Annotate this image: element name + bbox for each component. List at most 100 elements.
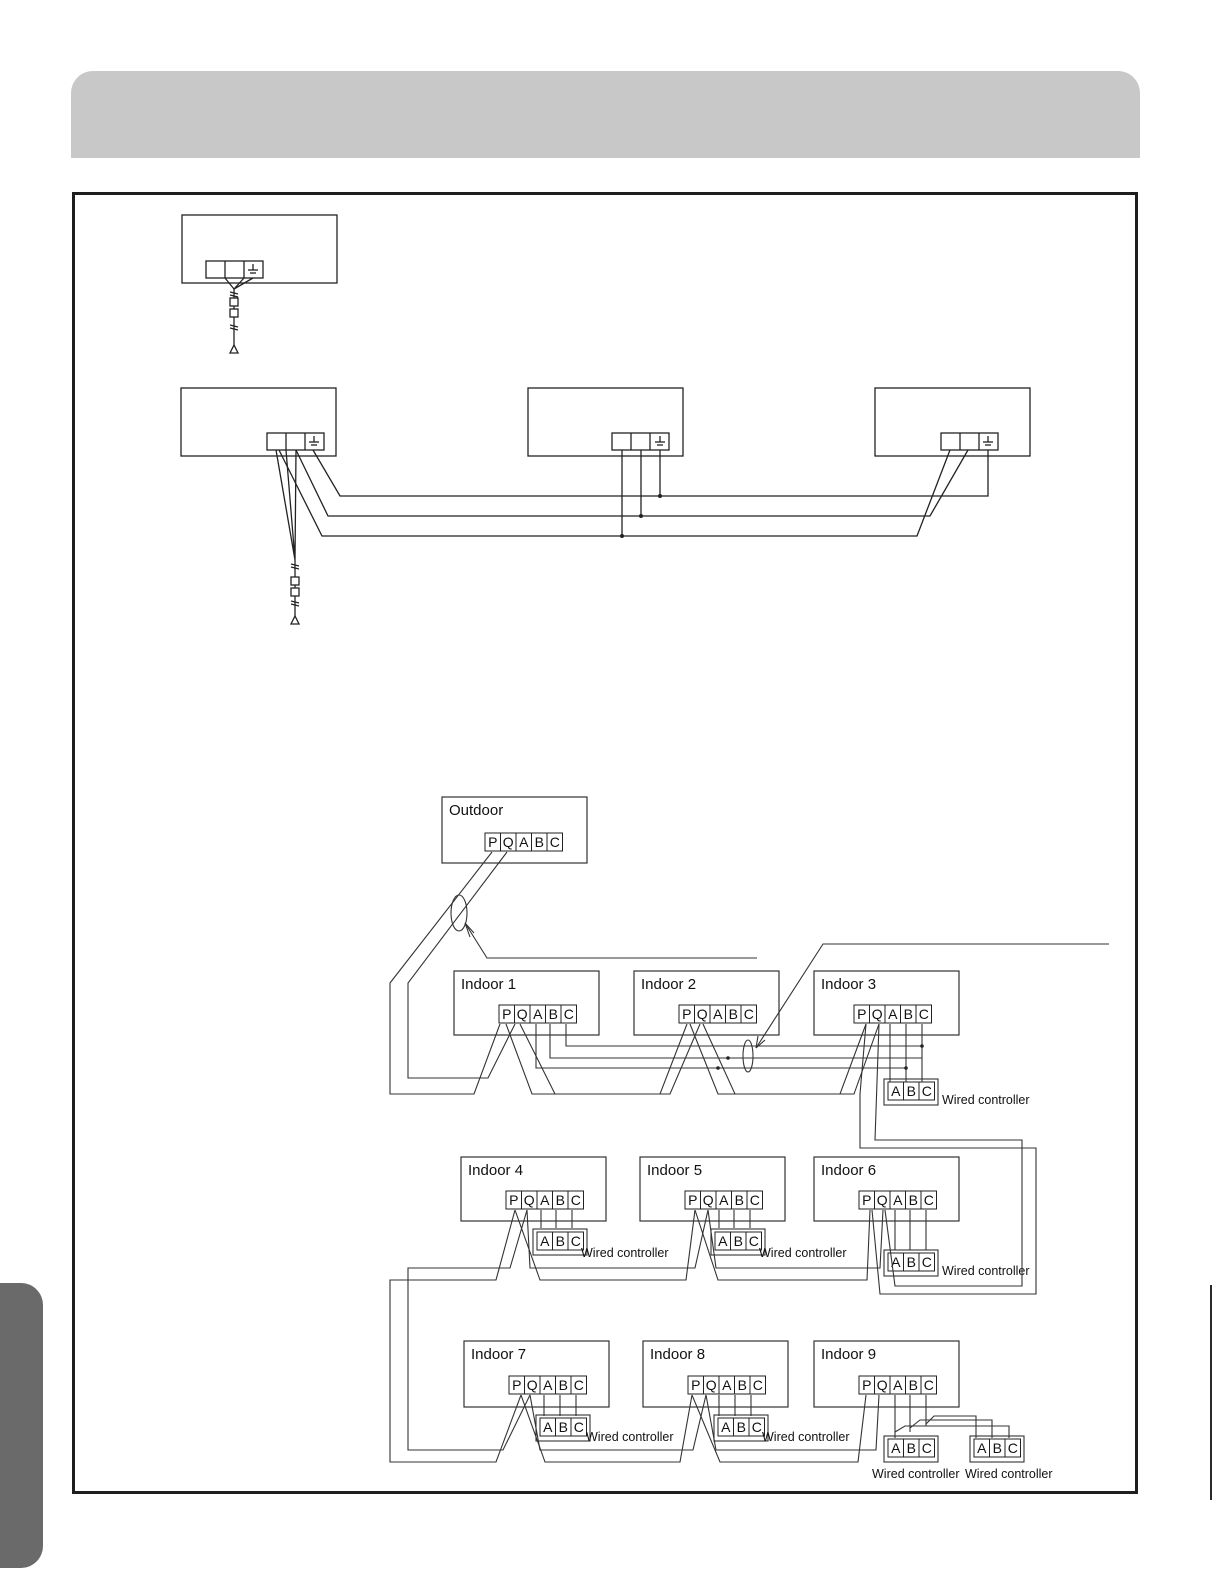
wired-controller-label: Wired controller <box>762 1430 850 1444</box>
terminal-label: B <box>907 1254 916 1270</box>
unit-label: Indoor 2 <box>641 976 696 993</box>
terminal-label: P <box>512 1377 521 1393</box>
terminal-label: A <box>891 1083 901 1099</box>
power-wiring-section <box>180 214 1031 625</box>
terminal-label: C <box>571 1192 581 1208</box>
unit-label: Indoor 3 <box>821 976 876 993</box>
wired-controller-label: Wired controller <box>942 1093 1030 1107</box>
terminal-label: C <box>919 1006 929 1022</box>
unit-label: Indoor 9 <box>821 1346 876 1363</box>
section-side-tab <box>0 1283 43 1568</box>
source-triangle-icon <box>289 614 301 625</box>
terminal-label: C <box>752 1419 762 1435</box>
terminal-label: A <box>540 1192 550 1208</box>
terminal-label: B <box>904 1006 913 1022</box>
terminal-label: B <box>907 1083 916 1099</box>
terminal-label: C <box>550 834 560 850</box>
unit-label: Indoor 6 <box>821 1162 876 1179</box>
wired-controller-label: Wired controller <box>965 1467 1053 1481</box>
terminal-label: B <box>559 1377 568 1393</box>
terminal-label: Q <box>706 1377 717 1393</box>
terminal-label: A <box>718 1233 728 1249</box>
unit-label: Indoor 7 <box>471 1346 526 1363</box>
terminal-label: B <box>535 834 544 850</box>
wired-controller-label: Wired controller <box>872 1467 960 1481</box>
terminal-label: A <box>977 1440 987 1456</box>
terminal-label: B <box>559 1419 568 1435</box>
power-unit-box <box>874 387 1031 457</box>
terminal-label: C <box>922 1083 932 1099</box>
terminal-label: C <box>924 1192 934 1208</box>
terminal-label: A <box>891 1440 901 1456</box>
terminal-label: C <box>564 1006 574 1022</box>
terminal-label: P <box>857 1006 866 1022</box>
terminal-label: C <box>574 1419 584 1435</box>
power-unit-box <box>527 387 684 457</box>
wired-controller-label: Wired controller <box>759 1246 847 1260</box>
terminal-label: A <box>893 1192 903 1208</box>
terminal-label: Q <box>517 1006 528 1022</box>
terminal-label: P <box>691 1377 700 1393</box>
wired-controller-label: Wired controller <box>942 1264 1030 1278</box>
unit-label: Indoor 8 <box>650 1346 705 1363</box>
ground-icon <box>655 436 665 446</box>
terminal-label: A <box>722 1377 732 1393</box>
unit-label: Outdoor <box>449 802 503 819</box>
terminal-label: B <box>734 1233 743 1249</box>
terminal-label: A <box>893 1377 903 1393</box>
terminal-label: A <box>713 1006 723 1022</box>
diagram-frame <box>72 192 1138 1494</box>
terminal-label: A <box>543 1419 553 1435</box>
terminal-label: C <box>749 1233 759 1249</box>
ground-icon <box>983 436 993 446</box>
terminal-label: B <box>909 1192 918 1208</box>
fuse-icon <box>290 587 300 597</box>
terminal-label: C <box>922 1440 932 1456</box>
terminal-label: P <box>502 1006 511 1022</box>
terminal-label: P <box>509 1192 518 1208</box>
breaker-icon <box>229 297 239 307</box>
terminal-label: Q <box>524 1192 535 1208</box>
terminal-label: P <box>682 1006 691 1022</box>
terminal-label: A <box>721 1419 731 1435</box>
terminal-label: C <box>750 1192 760 1208</box>
terminal-label: B <box>738 1377 747 1393</box>
power-unit-box <box>181 214 338 284</box>
terminal-label: B <box>556 1192 565 1208</box>
terminal-label: P <box>688 1192 697 1208</box>
unit-label: Indoor 5 <box>647 1162 702 1179</box>
page-header-bar <box>71 71 1140 158</box>
terminal-label: C <box>571 1233 581 1249</box>
terminal-label: A <box>533 1006 543 1022</box>
terminal-label: C <box>574 1377 584 1393</box>
terminal-label: B <box>993 1440 1002 1456</box>
